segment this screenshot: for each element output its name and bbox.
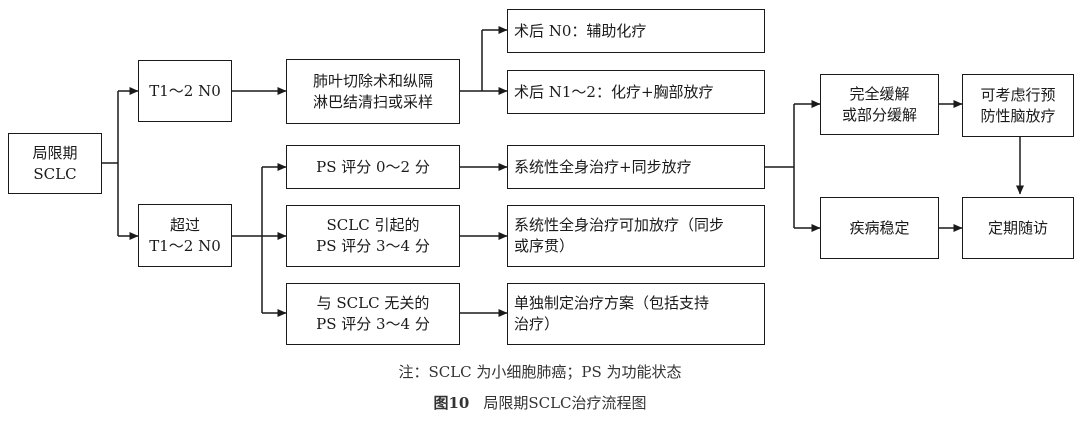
connector-lines [102,26,1024,317]
node-systemic-optional: 系统性全身治疗可加放疗（同步 或序贯） [507,205,765,267]
connector-beyond-split [232,167,263,313]
node-followup: 定期随访 [962,197,1074,259]
node-systemic-concurrent: 系统性全身治疗+同步放疗 [507,145,765,189]
node-limited-sclc: 局限期 SCLC [8,133,102,194]
node-beyond-t12n0: 超过 T1～2 N0 [138,204,232,267]
node-post-n12: 术后 N1～2：化疗+胸部放疗 [507,70,765,114]
node-lobectomy: 肺叶切除术和纵隔 淋巴结清扫或采样 [286,59,460,124]
node-ps-0-2: PS 评分 0～2 分 [286,145,460,189]
node-post-n0: 术后 N0：辅助化疗 [507,9,765,53]
node-stable: 疾病稳定 [820,197,939,259]
figure-title: 局限期SCLC治疗流程图 [483,394,647,412]
figure-number: 图10 [433,394,470,412]
figure-caption: 图10 局限期SCLC治疗流程图 [0,392,1080,413]
footnote: 注：SCLC 为小细胞肺癌；PS 为功能状态 [398,363,682,381]
connector-root-split [102,91,119,236]
node-t12n0: T1～2 N0 [138,60,232,122]
node-ps-unrelated-3-4: 与 SCLC 无关的 PS 评分 3～4 分 [286,283,460,345]
node-ps-sclc-3-4: SCLC 引起的 PS 评分 3～4 分 [286,205,460,267]
node-individualized: 单独制定治疗方案（包括支持 治疗） [507,283,765,345]
connector-response-split [765,104,795,228]
connector-surgery-split [460,30,483,92]
node-cr-pr: 完全缓解 或部分缓解 [820,74,939,135]
node-pci: 可考虑行预 防性脑放疗 [962,74,1074,137]
